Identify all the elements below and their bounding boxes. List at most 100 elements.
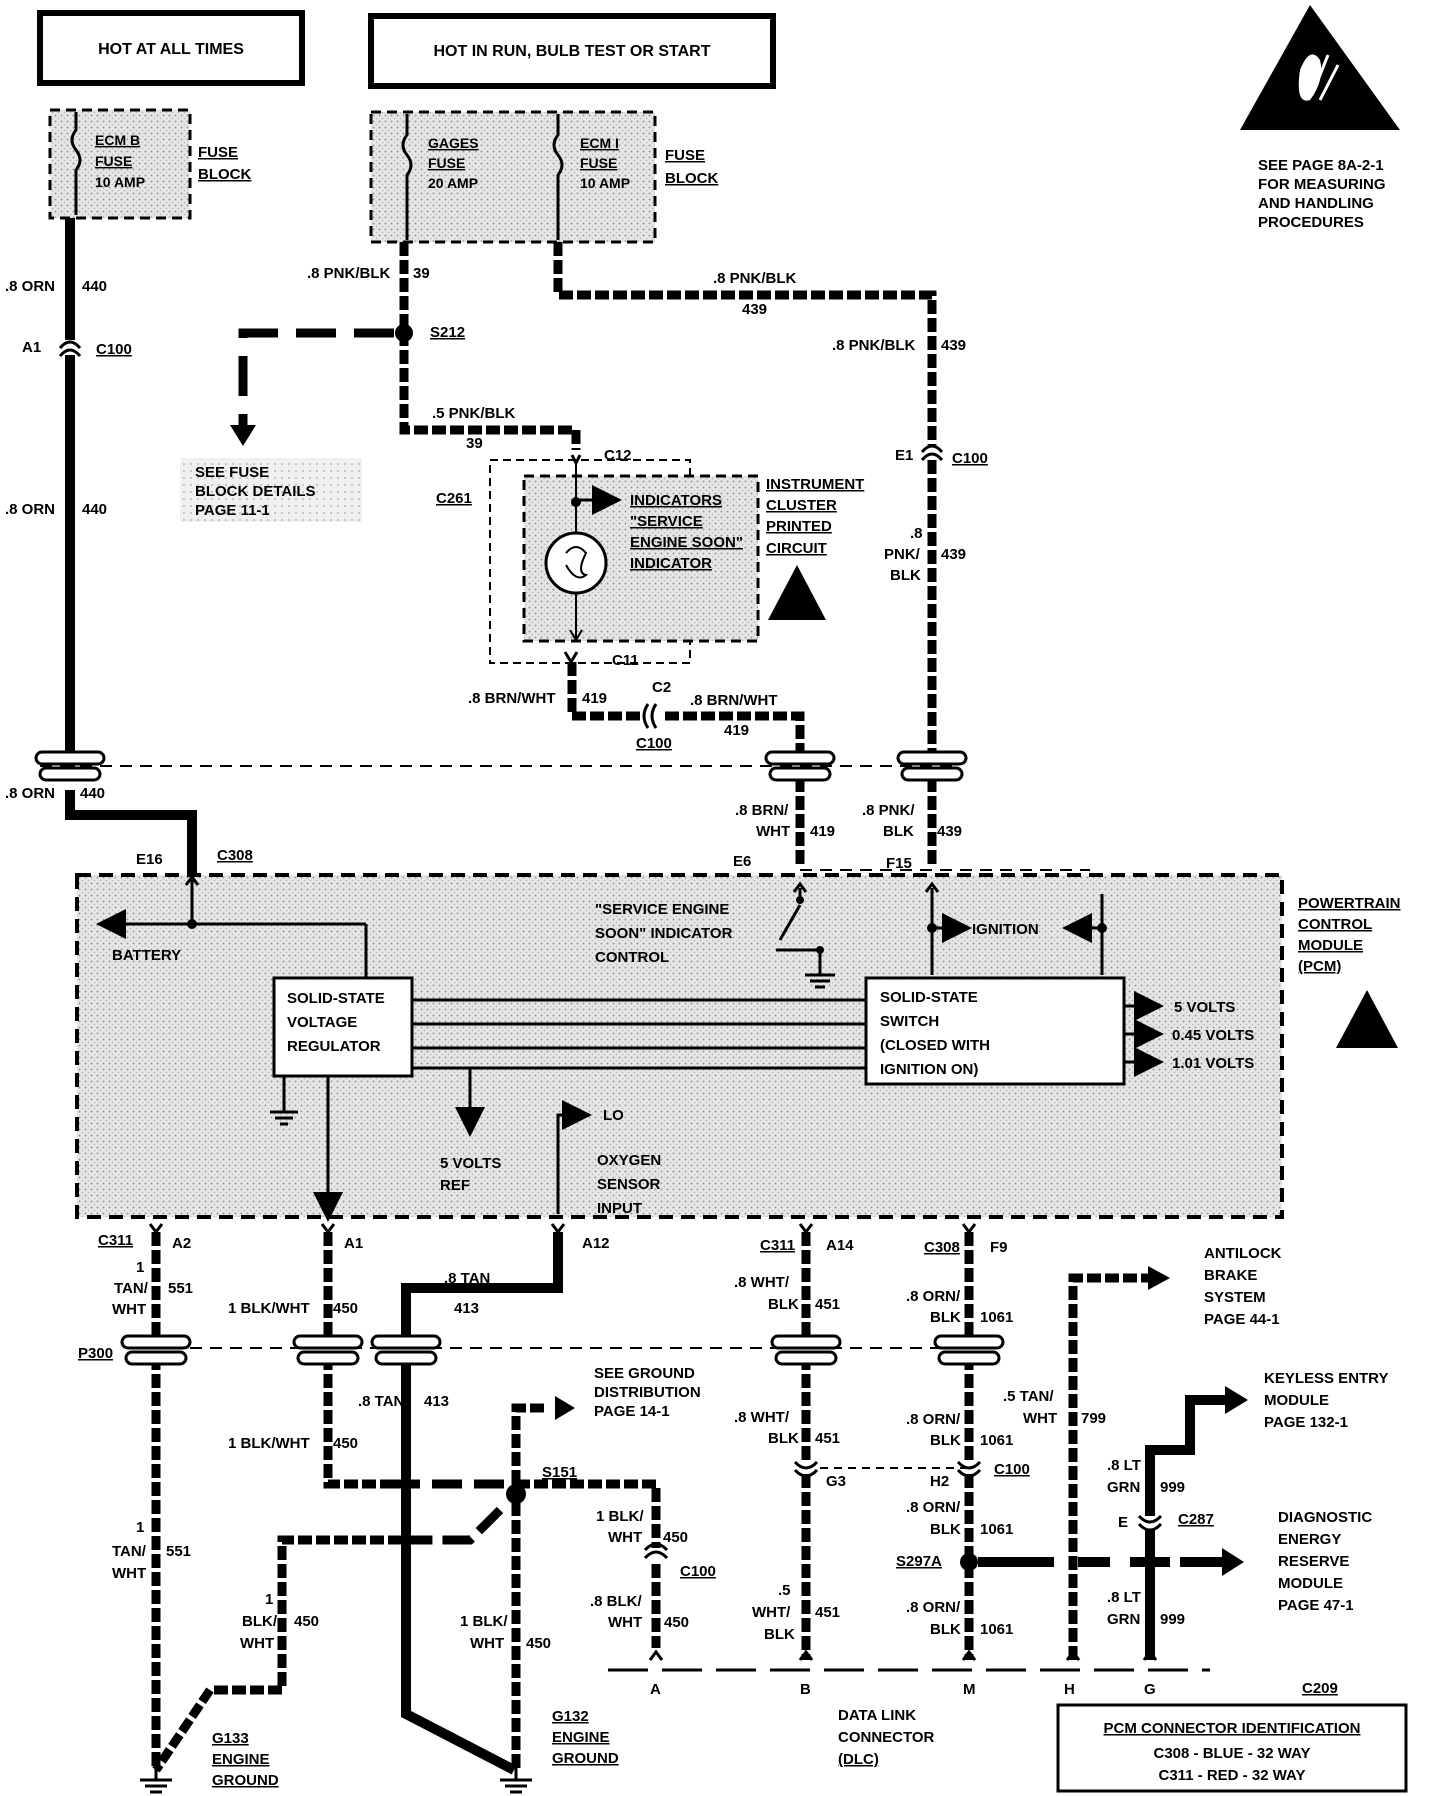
fuse-block-label-2: BLOCK: [198, 166, 251, 183]
label-pcm-outputs-1: 0.45 VOLTS: [1172, 1027, 1254, 1044]
label-connectors-c311: C311: [760, 1237, 795, 1254]
label-pcm-o2-2: INPUT: [597, 1200, 642, 1217]
label-connectors-c209: C209: [1302, 1680, 1338, 1697]
label-connectors-pin-m: M: [963, 1681, 976, 1698]
label-pcm-battery: BATTERY: [112, 947, 181, 964]
label-wire-labels-w451-num: 451: [815, 1296, 840, 1313]
label-wire-labels-w439-stack2-0: .8 PNK/: [862, 802, 915, 819]
label-headers-hot-always: HOT AT ALL TIMES: [98, 41, 244, 58]
label-pcm-regulator-1: VOLTAGE: [287, 1014, 357, 1031]
label-wire-labels-w1061-num: 1061: [980, 1309, 1013, 1326]
label-pcm-ref-0: 5 VOLTS: [440, 1155, 501, 1172]
label-wire-labels-w999-stack-0: .8 LT: [1107, 1589, 1141, 1606]
label-connectors-e1: E1: [895, 447, 913, 464]
label-connectors-f15: F15: [886, 855, 912, 872]
label-wire-labels-w551-stack-0: 1: [136, 1519, 144, 1536]
pcm-connector-id-box: [1056, 1703, 1408, 1793]
label-wire-labels-w439-num: 439: [742, 301, 767, 318]
label-wire-labels-w450-blkwht: 1 BLK/WHT: [228, 1300, 310, 1317]
label-wire-labels-w450-blk8-stack-1: WHT: [608, 1614, 642, 1631]
label-notes-dlc-2: (DLC): [838, 1751, 879, 1768]
label-pcm-title-2: MODULE: [1298, 937, 1363, 954]
label-wire-labels-w439-stack-1: PNK/: [884, 546, 921, 563]
fuse-block-label-4: BLOCK: [665, 170, 718, 187]
label-wire-labels-w450-num: 450: [663, 1529, 688, 1546]
label-wire-labels-w799-stack-1: WHT: [1023, 1410, 1057, 1427]
label-connectors-h2: H2: [930, 1473, 949, 1490]
label-wire-labels-w451-stack-1: BLK: [768, 1296, 799, 1313]
label-wire-labels-w451-5-stack-2: BLK: [764, 1626, 795, 1643]
label-fuses-gages-2: 20 AMP: [428, 175, 478, 191]
label-wire-labels-w551-stack-0: 1: [136, 1259, 144, 1276]
label-notes-g133-1: ENGINE: [212, 1751, 270, 1768]
label-connectors-c100: C100: [96, 341, 132, 358]
label-wire-labels-w1061-num: 1061: [980, 1432, 1013, 1449]
label-wire-labels-w450-blk-stack-1: WHT: [470, 1635, 504, 1652]
label-wire-labels-w39-num: 39: [413, 265, 430, 282]
label-wire-labels-w451-stack-0: .8 WHT/: [734, 1409, 790, 1426]
label-wire-labels-w1061-stack-1: BLK: [930, 1621, 961, 1638]
esd-warning-icon-pcm: [1336, 990, 1398, 1048]
wire-s212-branch: [238, 328, 394, 428]
label-notes-antilock-1: BRAKE: [1204, 1267, 1257, 1284]
label-wire-labels-w999-num: 999: [1160, 1611, 1185, 1628]
header-hot-in-run: HOT IN RUN, BULB TEST OR START: [368, 13, 776, 89]
label-wire-labels-w413-tan: .8 TAN: [358, 1393, 404, 1410]
label-wire-labels-w1061-stack-1: BLK: [930, 1521, 961, 1538]
label-notes-antilock-0: ANTILOCK: [1204, 1245, 1282, 1262]
label-connectors-c100: C100: [952, 450, 988, 467]
label-pcm-title-3: (PCM): [1298, 958, 1341, 975]
connector-c100-a1: [58, 340, 82, 358]
label-connectors-f9: F9: [990, 1239, 1008, 1256]
label-notes-indicators-2: ENGINE SOON": [630, 534, 743, 551]
label-wire-labels-w1061-stack-1: BLK: [930, 1432, 961, 1449]
label-connectors-c311: C311: [98, 1232, 133, 1249]
ground-g133-icon: [140, 1768, 172, 1794]
fuse-details-note-bg: [180, 458, 362, 522]
grommet-439: [896, 750, 968, 782]
arrow-antilock: [1148, 1266, 1170, 1290]
label-notes-instrument-cluster-1: CLUSTER: [766, 497, 837, 514]
label-connectors-a1: A1: [22, 339, 41, 356]
label-wire-labels-w439-pnkblk-top: .8 PNK/BLK: [713, 270, 797, 287]
label-wire-labels-w419-brnwht: .8 BRN/WHT: [468, 690, 556, 707]
label-wire-labels-w451-stack-1: BLK: [768, 1430, 799, 1447]
label-connectors-a14: A14: [826, 1237, 854, 1254]
label-connectors-c100: C100: [636, 735, 672, 752]
label-wire-labels-w451-stack-0: .8 WHT/: [734, 1274, 790, 1291]
wire-440: [65, 218, 197, 880]
grommet-451: [770, 1334, 842, 1366]
label-pcm-title-0: POWERTRAIN: [1298, 895, 1401, 912]
pcm-pin-terminals: [148, 1223, 977, 1235]
label-pcm-id-title: PCM CONNECTOR IDENTIFICATION: [1104, 1720, 1361, 1737]
label-notes-g132-0: G132: [552, 1708, 589, 1725]
label-connectors-a2: A2: [172, 1235, 191, 1252]
label-wire-labels-w439-pnkblk-right: .8 PNK/BLK: [832, 337, 916, 354]
label-connectors-c100: C100: [680, 1563, 716, 1580]
wire-799: [1068, 1273, 1148, 1660]
label-notes-indicators-0: INDICATORS: [630, 492, 722, 509]
wire-ground-distribution: [511, 1403, 545, 1484]
label-connectors-c2: C2: [652, 679, 671, 696]
label-notes-dlc-1: CONNECTOR: [838, 1729, 935, 1746]
fuse-gages-ecm-i: GAGES FUSE 20 AMP ECM I FUSE 10 AMP: [369, 110, 657, 244]
label-wire-labels-w450-blk1-stack-0: 1: [265, 1591, 273, 1608]
label-wire-labels-w451-num: 451: [815, 1430, 840, 1447]
esd-warning-icon: [1240, 5, 1400, 130]
label-wire-labels-w440-num: 440: [82, 278, 107, 295]
label-notes-diagnostic-3: MODULE: [1278, 1575, 1343, 1592]
wire-413: [401, 1232, 563, 1775]
label-connectors-c308: C308: [924, 1239, 960, 1256]
label-wire-labels-w450-blk1-stack-1: BLK/: [242, 1613, 278, 1630]
label-notes-instrument-cluster-3: CIRCUIT: [766, 540, 827, 557]
label-wire-labels-w450-blk-stack-0: 1 BLK/: [596, 1508, 644, 1525]
label-pcm-ses-control-2: CONTROL: [595, 949, 669, 966]
label-notes-g133-2: GROUND: [212, 1772, 279, 1789]
arrow-keyless: [1225, 1386, 1248, 1414]
label-connectors-a1: A1: [344, 1235, 363, 1252]
instrument-cluster-circuit: [522, 454, 760, 643]
grommet-551: [120, 1334, 192, 1366]
grommet-413: [370, 1334, 442, 1366]
label-fuses-ecm-i-2: 10 AMP: [580, 175, 630, 191]
